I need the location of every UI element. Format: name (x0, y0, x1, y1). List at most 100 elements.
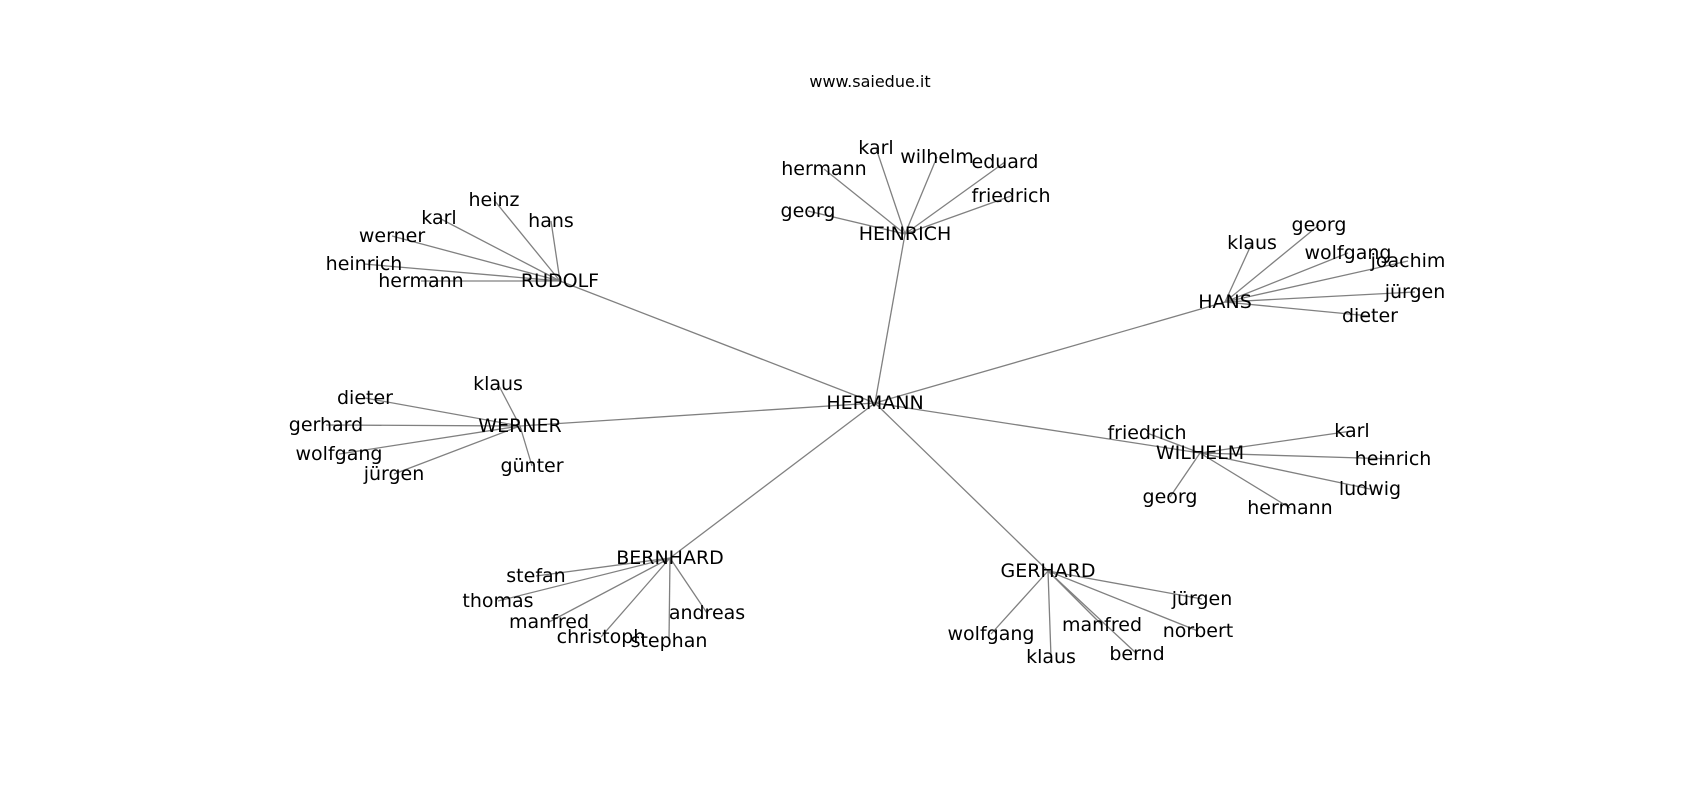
hub-wilhelm: WILHELM (1156, 442, 1244, 464)
leaf-werner-klaus: klaus (473, 373, 523, 395)
leaf-hans-klaus: klaus (1227, 232, 1277, 254)
leaf-bernhard-thomas: thomas (462, 590, 533, 612)
leaf-werner-dieter: dieter (337, 387, 393, 409)
edge-werner-klaus (497, 383, 521, 427)
edge-heinrich-friedrich (904, 195, 1012, 235)
leaf-hans-wolfgang: wolfgang (1305, 242, 1392, 264)
edge-werner-gunter (519, 425, 533, 467)
leaf-rudolf-heinrich: heinrich (326, 253, 403, 275)
leaf-rudolf-karl: karl (421, 207, 456, 229)
leaf-heinrich-wilhelm: wilhelm (900, 146, 974, 168)
hub-hans: HANS (1198, 291, 1252, 313)
leaf-wilhelm-georg: georg (1143, 486, 1198, 508)
leaf-heinrich-eduard: eduard (972, 151, 1039, 173)
edge-hans-klaus (1224, 242, 1253, 303)
leaf-gerhard-jurgen: jürgen (1171, 588, 1233, 610)
edge-bernhard-thomas (497, 557, 671, 602)
edge-gerhard-klaus (1047, 570, 1052, 658)
leaf-rudolf-werner: werner (359, 225, 425, 247)
leaf-wilhelm-heinrich: heinrich (1355, 448, 1432, 470)
hub-werner: WERNER (478, 415, 561, 437)
edge-wilhelm-ludwig (1199, 452, 1371, 490)
edge-wilhelm-heinrich (1199, 452, 1394, 460)
leaf-gerhard-wolfgang: wolfgang (948, 623, 1035, 645)
leaf-hans-jurgen: jürgen (1384, 281, 1446, 303)
edge-wilhelm-friedrich (1146, 432, 1201, 454)
edges-layer (325, 147, 1416, 658)
edge-rudolf-werner (391, 235, 561, 282)
edge-bernhard-stephan (668, 557, 671, 642)
edge-wilhelm-hermann (1199, 452, 1291, 509)
edge-gerhard-wolfgang (990, 570, 1049, 635)
leaf-bernhard-stephan: stephan (631, 630, 708, 652)
leaf-gerhard-manfred: manfred (1062, 614, 1142, 636)
edge-werner-wolfgang (338, 425, 521, 455)
edge-bernhard-stefan (535, 557, 671, 577)
edge-werner-dieter (364, 397, 521, 427)
leaf-gerhard-bernd: bernd (1109, 643, 1164, 665)
leaf-wilhelm-karl: karl (1334, 420, 1369, 442)
leaf-heinrich-karl: karl (858, 137, 893, 159)
edge-hans-georg (1224, 224, 1320, 303)
leaf-wilhelm-hermann: hermann (1247, 497, 1332, 519)
leaf-gerhard-norbert: norbert (1163, 620, 1234, 642)
edge-heinrich-hermann (823, 168, 906, 235)
edge-gerhard-norbert (1047, 570, 1199, 632)
edge-werner-jurgen (393, 425, 521, 475)
hub-heinrich: HEINRICH (859, 223, 951, 245)
edge-root-bernhard (669, 402, 876, 559)
edge-heinrich-eduard (904, 161, 1006, 235)
edge-heinrich-wilhelm (904, 156, 938, 235)
edge-root-werner (519, 402, 876, 427)
hub-bernhard: BERNHARD (616, 547, 724, 569)
leaf-wilhelm-ludwig: ludwig (1339, 478, 1401, 500)
edge-root-heinrich (874, 233, 906, 404)
leaf-heinrich-georg: georg (781, 200, 836, 222)
edge-root-rudolf (559, 280, 876, 404)
edge-gerhard-bernd (1047, 570, 1138, 655)
edge-hans-jurgen (1224, 291, 1416, 303)
leaf-hans-georg: georg (1292, 214, 1347, 236)
leaf-werner-wolfgang: wolfgang (296, 443, 383, 465)
leaf-werner-gerhard: gerhard (289, 414, 363, 436)
edge-bernhard-manfred (548, 557, 671, 623)
leaf-werner-jurgen: jürgen (363, 463, 425, 485)
edge-rudolf-hans (550, 220, 561, 282)
hub-gerhard: GERHARD (1000, 560, 1095, 582)
edge-root-gerhard (874, 402, 1049, 572)
leaf-gerhard-klaus: klaus (1026, 646, 1076, 668)
leaf-rudolf-hermann: hermann (378, 270, 463, 292)
edge-gerhard-jurgen (1047, 570, 1203, 600)
edge-root-wilhelm (874, 402, 1201, 454)
edge-hans-dieter (1224, 301, 1371, 317)
edge-hans-wolfgang (1224, 252, 1349, 303)
edge-bernhard-christoph (600, 557, 671, 638)
edge-werner-gerhard (325, 424, 521, 427)
leaf-bernhard-manfred: manfred (509, 611, 589, 633)
leaf-bernhard-christoph: christoph (557, 626, 646, 648)
leaf-heinrich-friedrich: friedrich (971, 185, 1050, 207)
hub-rudolf: RUDOLF (521, 270, 599, 292)
edge-heinrich-georg (807, 210, 906, 235)
leaf-hans-joachim: joachim (1370, 250, 1446, 272)
leaf-heinrich-hermann: hermann (781, 158, 866, 180)
edge-wilhelm-georg (1169, 452, 1201, 498)
edge-rudolf-heinz (493, 199, 561, 282)
edge-bernhard-andreas (669, 557, 708, 614)
edge-hans-joachim (1224, 260, 1409, 303)
edge-root-hans (874, 301, 1226, 404)
site-title: www.saiedue.it (809, 72, 930, 91)
root-node-hermann: HERMANN (826, 392, 923, 414)
leaf-rudolf-heinz: heinz (468, 189, 519, 211)
leaf-bernhard-andreas: andreas (669, 602, 745, 624)
edge-wilhelm-karl (1199, 430, 1353, 454)
edge-heinrich-karl (875, 147, 906, 235)
edge-rudolf-heinrich (363, 263, 561, 282)
leaf-hans-dieter: dieter (1342, 305, 1398, 327)
leaf-wilhelm-friedrich: friedrich (1107, 422, 1186, 444)
leaf-bernhard-stefan: stefan (506, 565, 565, 587)
leaf-werner-gunter: günter (500, 455, 563, 477)
edge-rudolf-karl (438, 217, 561, 282)
leaf-rudolf-hans: hans (528, 210, 574, 232)
